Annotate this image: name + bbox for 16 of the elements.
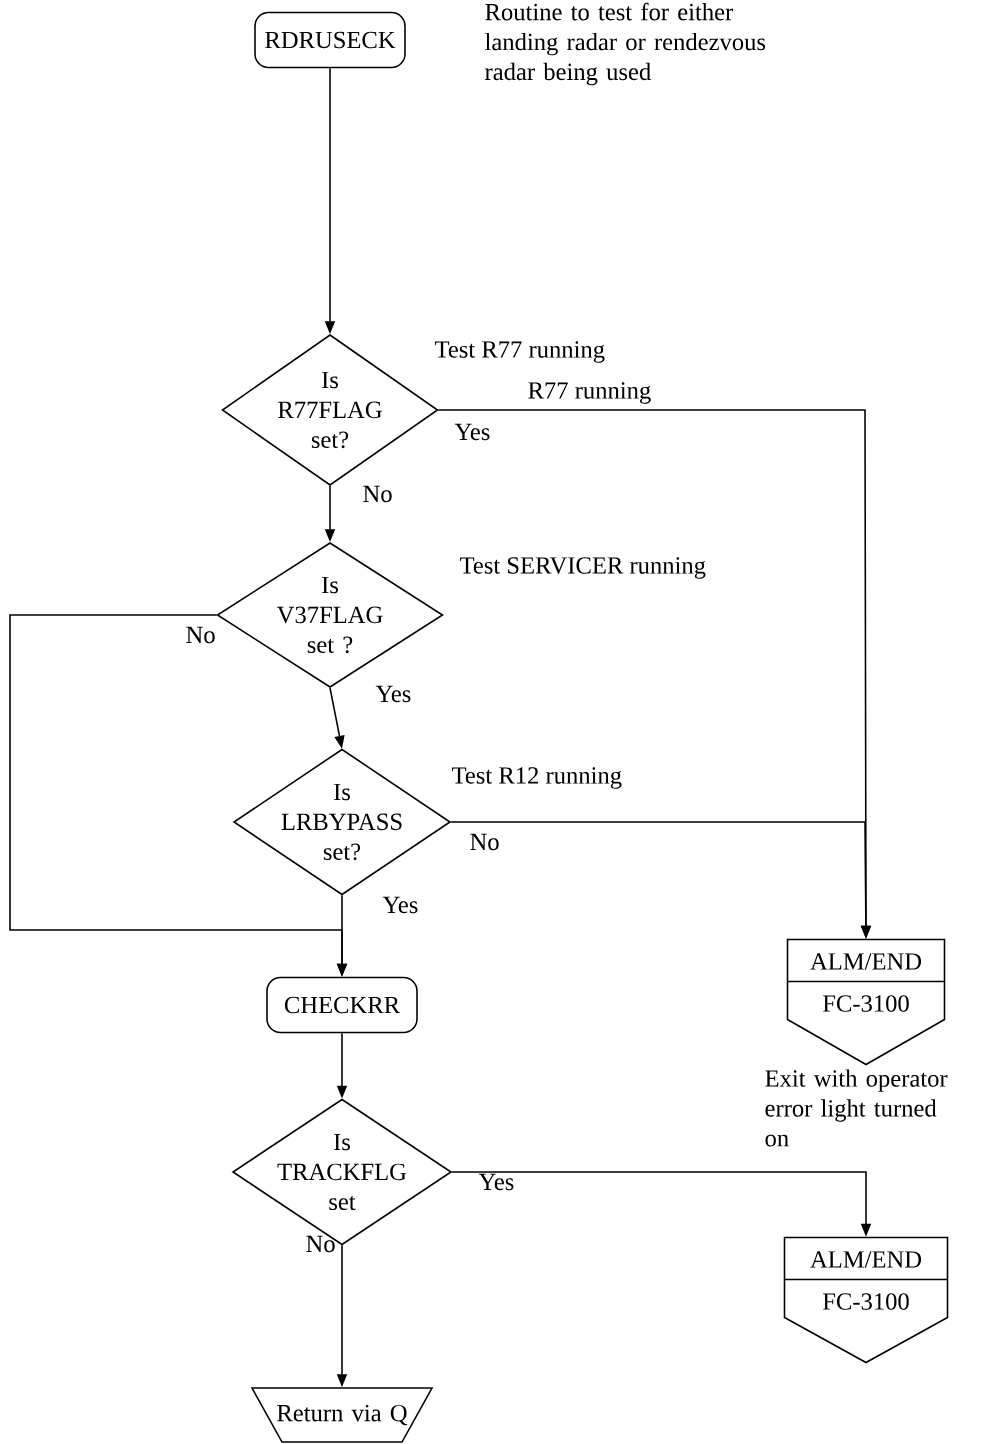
off-page-connector: ALM/END FC-3100 (783, 1236, 949, 1364)
edge-label: No (363, 485, 392, 503)
edge-label: Yes (454, 423, 490, 441)
edge-label: Yes (375, 685, 411, 703)
terminal-box: RDRUSECK (254, 11, 406, 69)
terminal-box: CHECKRR (266, 976, 418, 1034)
annotation-text: Routine to test for either landing radar or rendezvous radar being used (485, 2, 766, 86)
edge-label: Yes (478, 1173, 514, 1191)
edge-label: No (470, 833, 499, 851)
edge-label: Yes (382, 896, 418, 914)
annotation-text: Exit with operator error light turned on (765, 1069, 948, 1147)
annotation-text: R77 running (528, 382, 651, 404)
off-page-connector: ALM/END FC-3100 (786, 938, 946, 1066)
annotation-text: Test SERVICER running (460, 557, 706, 579)
edge-label: No (186, 626, 215, 644)
annotation-text: Test R12 running (452, 767, 622, 789)
